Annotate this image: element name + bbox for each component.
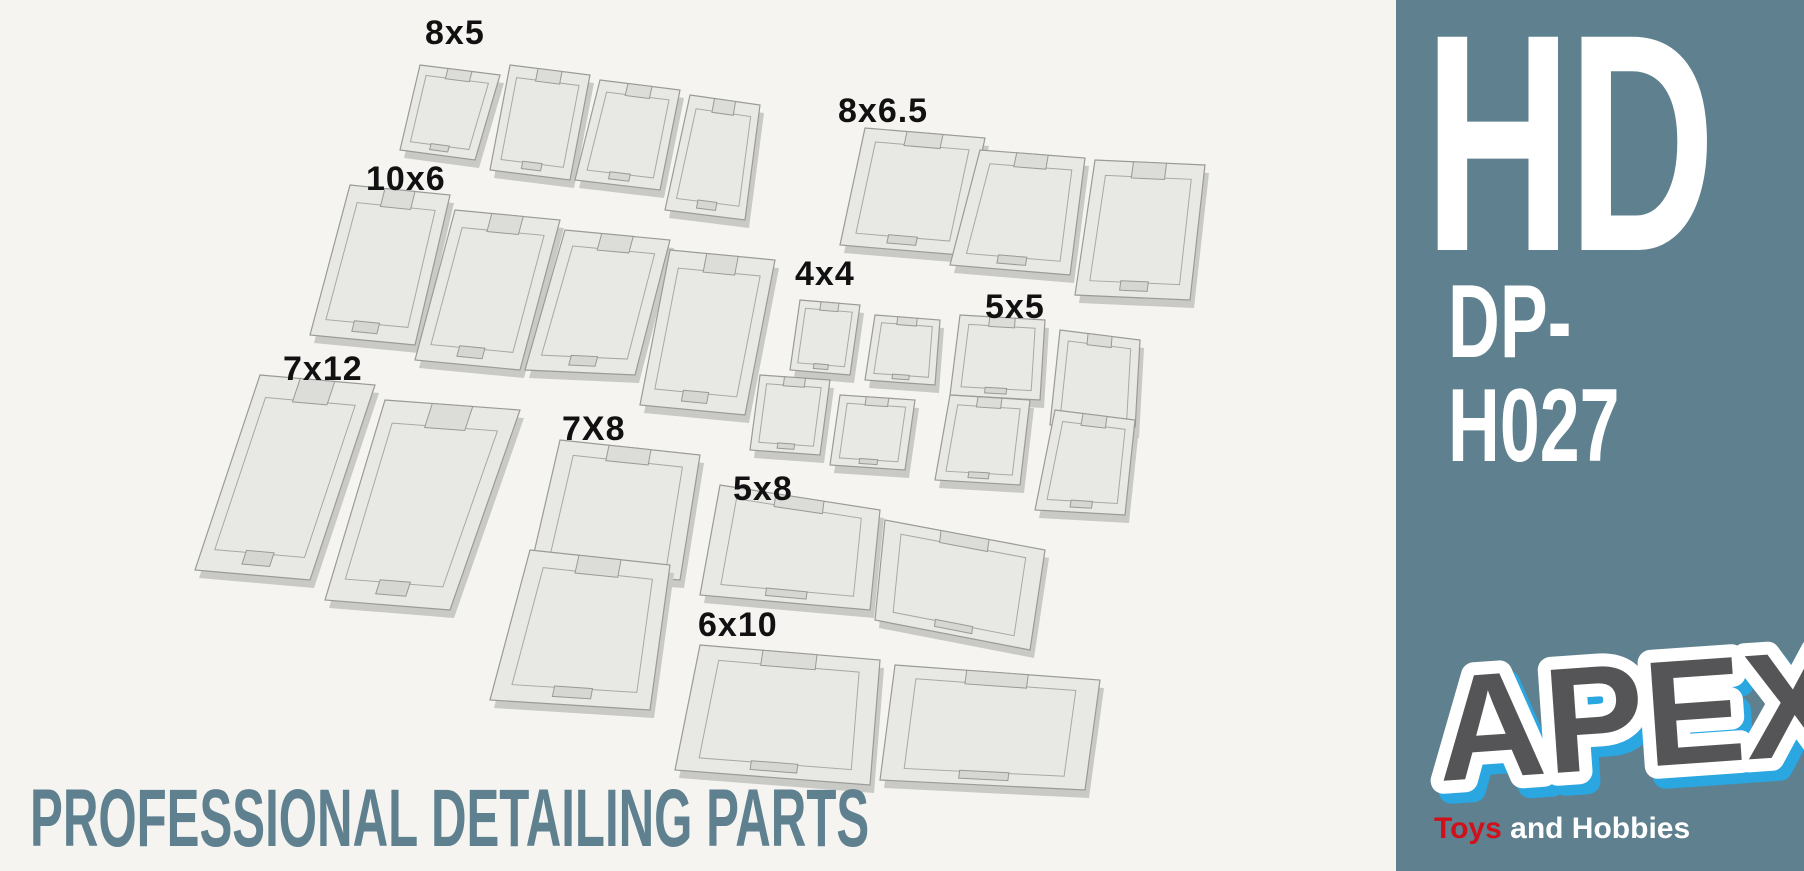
detail-parts-render xyxy=(194,64,1209,798)
detail-part xyxy=(874,519,1049,658)
detail-part xyxy=(864,314,944,393)
detail-part xyxy=(639,249,779,423)
detail-part xyxy=(1034,409,1139,523)
label-5x5: 5x5 xyxy=(985,288,1045,326)
detail-part xyxy=(489,549,674,718)
brand-panel: HD DP-H027 APEX APEX APEX Toys and Hobbi… xyxy=(1396,0,1804,871)
brand-subtitle: Toys and Hobbies xyxy=(1434,812,1690,846)
svg-text:APEX: APEX xyxy=(1430,620,1804,813)
detail-part xyxy=(699,484,884,618)
detail-part xyxy=(529,439,704,588)
detail-part xyxy=(829,394,919,478)
label-8x6-5: 8x6.5 xyxy=(838,92,929,130)
label-5x8: 5x8 xyxy=(733,470,793,508)
detail-part xyxy=(879,664,1104,798)
brand-toys: Toys xyxy=(1434,812,1502,845)
svg-text:APEX: APEX xyxy=(1438,627,1804,820)
label-7x12: 7x12 xyxy=(283,350,363,388)
detail-part xyxy=(399,64,504,168)
detail-part xyxy=(414,209,564,378)
label-7x8: 7X8 xyxy=(562,410,626,448)
detail-part xyxy=(489,64,594,188)
label-8x5: 8x5 xyxy=(425,14,485,52)
detail-part xyxy=(749,374,834,463)
detail-part xyxy=(1074,159,1209,308)
svg-text:APEX: APEX xyxy=(1430,620,1804,813)
brand-and-hobbies: and Hobbies xyxy=(1510,812,1691,845)
detail-part xyxy=(949,314,1049,408)
detail-part xyxy=(324,399,524,618)
label-4x4: 4x4 xyxy=(795,255,855,293)
label-6x10: 6x10 xyxy=(698,606,778,644)
product-render-area: 8x5 8x6.5 10x6 4x4 5x5 7x12 7X8 5x8 6x10… xyxy=(30,14,1209,864)
hd-headline: HD xyxy=(1424,0,1716,316)
detail-part xyxy=(574,79,684,198)
detail-part xyxy=(309,184,454,353)
detail-part xyxy=(839,127,989,263)
tagline: PROFESSIONAL DETAILING PARTS xyxy=(30,773,870,864)
detail-part xyxy=(664,94,764,228)
product-code: DP-H027 xyxy=(1448,264,1620,484)
apex-logo: APEX APEX APEX xyxy=(1417,620,1804,820)
detail-part xyxy=(674,644,884,793)
label-10x6: 10x6 xyxy=(366,160,446,198)
detail-part xyxy=(194,374,379,588)
detail-part xyxy=(949,149,1089,283)
detail-part xyxy=(789,299,864,383)
detail-part xyxy=(524,229,674,383)
detail-part xyxy=(934,394,1034,493)
